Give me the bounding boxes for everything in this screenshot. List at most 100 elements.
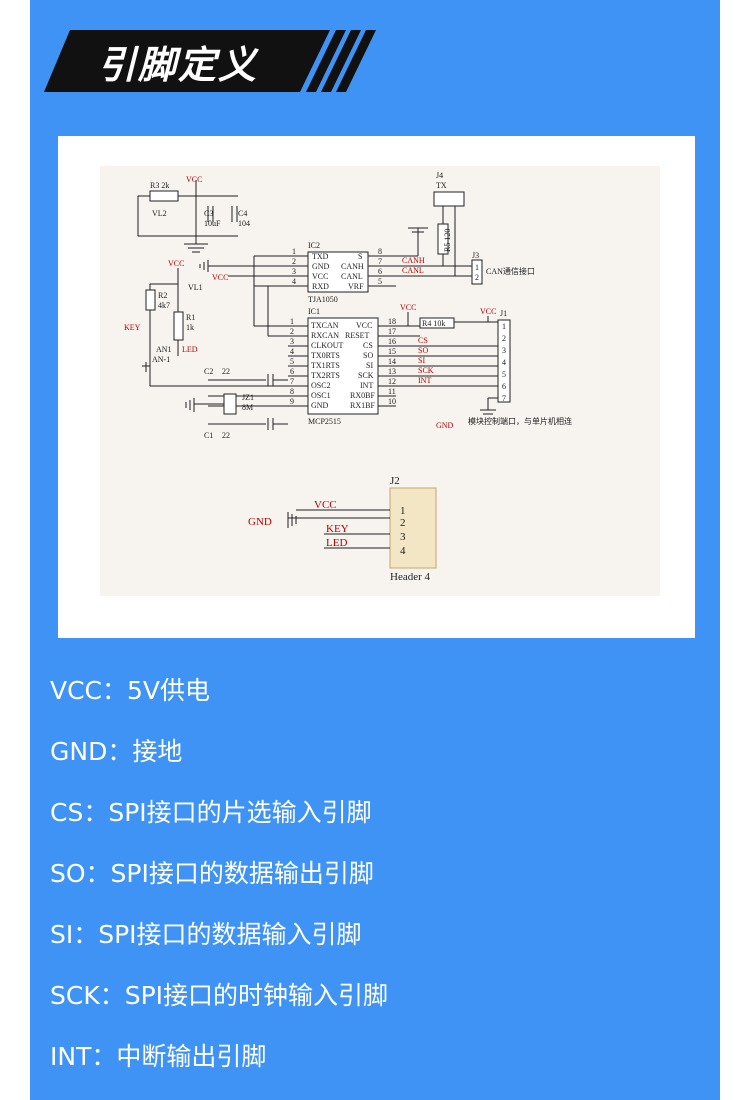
j1-pin-4: 4 <box>502 358 506 367</box>
pin-item-cs: CS：SPI接口的片选输入引脚 <box>50 798 372 827</box>
vcc-label-j1: VCC <box>480 307 496 316</box>
c4-label: C4 <box>238 209 247 218</box>
ic1-name-l1: TXCAN <box>311 321 339 330</box>
ic2-part: TJA1050 <box>308 295 338 304</box>
ic1-pin-r5: 14 <box>388 357 396 366</box>
ic1-name-l5: TX1RTS <box>311 361 340 370</box>
ic2-ref: IC2 <box>308 241 320 250</box>
j2-pin-3: 3 <box>400 531 406 543</box>
r2-value: 4k7 <box>158 301 170 310</box>
vcc-label-led: VCC <box>168 259 184 268</box>
ic1-pin-l8: 8 <box>290 387 294 396</box>
ic1-name-r6: SCK <box>358 371 374 380</box>
title-shape <box>44 30 330 92</box>
j3-label: J3 <box>472 251 479 260</box>
j1-pin-6: 6 <box>502 382 506 391</box>
j2-vcc-label: VCC <box>314 499 337 511</box>
ic1-name-l2: RXCAN <box>311 331 339 340</box>
r1-label: R1 <box>186 313 195 322</box>
r4-label: R4 10k <box>422 319 445 328</box>
ic2-pin-r3: 6 <box>378 267 382 276</box>
vl2-label: VL2 <box>152 209 167 218</box>
j1-pin-3: 3 <box>502 346 506 355</box>
pin-definition-list: VCC：5V供电 GND：接地 CS：SPI接口的片选输入引脚 SO：SPI接口… <box>50 672 710 1099</box>
title-stripe-3 <box>336 30 376 92</box>
ic1-name-l4: TX0RTS <box>311 351 340 360</box>
ic1-pin-r7: 12 <box>388 377 396 386</box>
c1-value: 22 <box>222 431 230 440</box>
ic1-pin-r3: 16 <box>388 337 396 346</box>
c4-value: 104 <box>238 219 250 228</box>
vl1-label: VL1 <box>188 283 203 292</box>
ic2-name-r3: CANL <box>341 272 363 281</box>
r5-label: R5 120 <box>443 229 452 252</box>
ic1-pin-l5: 5 <box>290 357 294 366</box>
j1-label: J1 <box>500 309 507 318</box>
key-net-label: KEY <box>124 323 141 332</box>
title-stripe-1 <box>306 30 346 92</box>
module-note: 模块控制端口，与单片机相连 <box>468 416 572 426</box>
net-canh: CANH <box>402 256 425 265</box>
ic2-pin-r4: 5 <box>378 277 382 286</box>
ic1-pin-l2: 2 <box>290 327 294 336</box>
j2-pin-1: 1 <box>400 505 406 517</box>
j1-pin-1: 1 <box>502 322 506 331</box>
j1-pin-2: 2 <box>502 334 506 343</box>
net-int: INT <box>418 376 431 385</box>
j2-label: J2 <box>390 475 400 487</box>
ic1-pin-l6: 6 <box>290 367 294 376</box>
ic1-part: MCP2515 <box>308 417 341 426</box>
ic2-pin-l1: 1 <box>292 247 296 256</box>
ic1-name-l7: OSC2 <box>311 381 331 390</box>
ic1-name-r7: INT <box>360 381 373 390</box>
net-canl: CANL <box>402 266 424 275</box>
ic2-pin-l2: 2 <box>292 257 296 266</box>
pin-item-sck: SCK：SPI接口的时钟输入引脚 <box>50 981 389 1010</box>
ic1-name-l9: GND <box>311 401 329 410</box>
pin-item-so: SO：SPI接口的数据输出引脚 <box>50 859 374 888</box>
ic2-name-r4: VRF <box>348 282 364 291</box>
ic1-name-r3: CS <box>363 341 373 350</box>
an1-label: AN1 <box>156 345 172 354</box>
ic2-pin-r1: 8 <box>378 247 382 256</box>
gnd-label-j1: GND <box>436 421 454 430</box>
ic1-pin-r9: 10 <box>388 397 396 406</box>
vcc-label-r4: VCC <box>400 303 416 312</box>
ic2-name-l2: GND <box>312 262 330 271</box>
ic2-name-l4: RXD <box>312 282 329 291</box>
ic2-pin-r2: 7 <box>378 257 382 266</box>
jz1-value: 8M <box>242 403 253 412</box>
ic1-ref: IC1 <box>308 307 320 316</box>
ic1-name-r8: RX0BF <box>350 391 375 400</box>
title-stripe-2 <box>321 30 361 92</box>
j2-pin-4: 4 <box>400 545 406 557</box>
c3-label: C3 <box>204 209 213 218</box>
net-so: SO <box>418 346 428 355</box>
ic2-name-l1: TXD <box>312 252 329 261</box>
title-banner <box>44 30 376 92</box>
ic1-pin-r1: 18 <box>388 317 396 326</box>
j3-pin-2: 2 <box>475 273 479 282</box>
ic1-pin-l3: 3 <box>290 337 294 346</box>
j4-label: J4 <box>436 171 443 180</box>
header4-label: Header 4 <box>390 571 431 583</box>
j1-pin-7: 7 <box>502 394 506 403</box>
j2-pin-2: 2 <box>400 517 406 529</box>
ic1-name-r9: RX1BF <box>350 401 375 410</box>
net-si: SI <box>418 356 425 365</box>
ic1-pin-r8: 11 <box>388 387 396 396</box>
ic1-name-r5: SI <box>366 361 373 370</box>
j1-pin-5: 5 <box>502 370 506 379</box>
ic1-pin-l1: 1 <box>290 317 294 326</box>
j2-key-label: KEY <box>326 523 349 535</box>
ic1-pin-r4: 15 <box>388 347 396 356</box>
ic1-pin-l9: 9 <box>290 397 294 406</box>
ic1-name-r2: RESET <box>345 331 370 340</box>
pin-item-si: SI：SPI接口的数据输入引脚 <box>50 920 362 949</box>
ic1-name-l6: TX2RTS <box>311 371 340 380</box>
j3-pin-1: 1 <box>475 263 479 272</box>
ic1-pin-r2: 17 <box>388 327 396 336</box>
net-cs: CS <box>418 336 428 345</box>
ic1-pin-r6: 13 <box>388 367 396 376</box>
c1-label: C1 <box>204 431 213 440</box>
